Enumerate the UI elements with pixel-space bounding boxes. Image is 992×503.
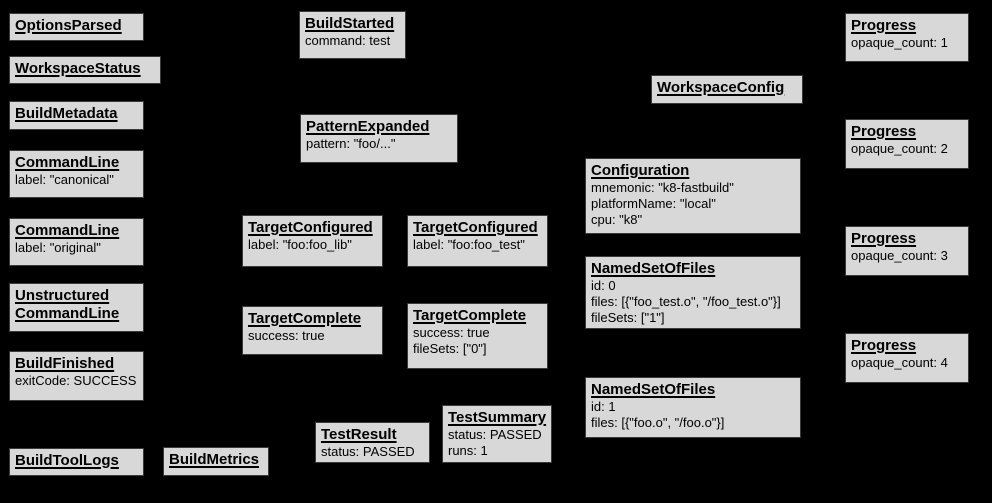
node-buildstarted: BuildStarted command: test bbox=[299, 11, 406, 59]
node-targetconfigured-foo-lib: TargetConfigured label: "foo:foo_lib" bbox=[242, 215, 383, 267]
node-title: NamedSetOfFiles bbox=[591, 260, 716, 277]
node-targetcomplete-foo-test: TargetComplete success: true fileSets: [… bbox=[407, 303, 548, 369]
node-property: success: true bbox=[248, 328, 325, 343]
node-title: BuildMetadata bbox=[15, 105, 118, 122]
node-optionsparsed: OptionsParsed bbox=[9, 13, 144, 41]
node-commandline-original: CommandLine label: "original" bbox=[9, 218, 144, 266]
node-buildmetadata: BuildMetadata bbox=[9, 101, 144, 130]
node-title: WorkspaceConfig bbox=[657, 79, 785, 96]
node-title: BuildToolLogs bbox=[15, 452, 119, 469]
node-progress-4: Progress opaque_count: 4 bbox=[845, 333, 969, 383]
node-commandline-canonical: CommandLine label: "canonical" bbox=[9, 150, 144, 198]
node-configuration: Configuration mnemonic: "k8-fastbuild" p… bbox=[585, 158, 801, 234]
node-property: command: test bbox=[305, 33, 391, 48]
node-namedsetoffiles-0: NamedSetOfFiles id: 0 files: [{"foo_test… bbox=[585, 256, 801, 329]
node-property: status: PASSED bbox=[321, 444, 415, 459]
node-title: Progress bbox=[851, 230, 917, 247]
node-property: files: [{"foo.o", "/foo.o"}] bbox=[591, 415, 725, 430]
node-buildmetrics: BuildMetrics bbox=[163, 447, 269, 476]
node-title-line2: CommandLine bbox=[15, 305, 120, 322]
node-targetcomplete-foo-lib: TargetComplete success: true bbox=[242, 306, 383, 355]
node-title: TestSummary bbox=[448, 409, 547, 426]
node-progress-2: Progress opaque_count: 2 bbox=[845, 119, 969, 169]
node-title: BuildMetrics bbox=[169, 451, 260, 468]
node-title: TargetComplete bbox=[248, 310, 362, 327]
node-unstructuredcommandline: Unstructured CommandLine bbox=[9, 283, 144, 332]
node-property: fileSets: ["1"] bbox=[591, 310, 665, 325]
node-property: opaque_count: 3 bbox=[851, 248, 948, 263]
node-title: Configuration bbox=[591, 162, 690, 179]
node-progress-3: Progress opaque_count: 3 bbox=[845, 226, 969, 276]
node-title: Unstructured bbox=[15, 287, 110, 304]
node-title: Progress bbox=[851, 337, 917, 354]
node-title: NamedSetOfFiles bbox=[591, 381, 716, 398]
node-property: label: "foo:foo_test" bbox=[413, 237, 525, 252]
node-property: opaque_count: 4 bbox=[851, 355, 948, 370]
node-workspaceconfig: WorkspaceConfig bbox=[651, 75, 803, 104]
node-property: cpu: "k8" bbox=[591, 212, 643, 227]
node-title: TargetComplete bbox=[413, 307, 527, 324]
node-property: platformName: "local" bbox=[591, 196, 716, 211]
node-property: id: 0 bbox=[591, 278, 616, 293]
node-property: status: PASSED bbox=[448, 427, 542, 442]
node-property: success: true bbox=[413, 325, 490, 340]
node-title: Progress bbox=[851, 123, 917, 140]
node-property: label: "canonical" bbox=[15, 172, 114, 187]
node-property: opaque_count: 1 bbox=[851, 35, 948, 50]
node-testresult: TestResult status: PASSED bbox=[315, 422, 430, 463]
node-title: Progress bbox=[851, 17, 917, 34]
node-workspacestatus: WorkspaceStatus bbox=[9, 56, 161, 84]
node-property: label: "original" bbox=[15, 240, 101, 255]
node-progress-1: Progress opaque_count: 1 bbox=[845, 13, 969, 62]
node-property: runs: 1 bbox=[448, 443, 488, 458]
node-title: TargetConfigured bbox=[413, 219, 538, 236]
node-patternexpanded: PatternExpanded pattern: "foo/..." bbox=[300, 114, 458, 163]
node-property: files: [{"foo_test.o", "/foo_test.o"}] bbox=[591, 294, 781, 309]
node-title: TestResult bbox=[321, 426, 397, 443]
node-buildfinished: BuildFinished exitCode: SUCCESS bbox=[9, 351, 144, 401]
node-title: TargetConfigured bbox=[248, 219, 373, 236]
node-property: exitCode: SUCCESS bbox=[15, 373, 137, 388]
node-title: BuildFinished bbox=[15, 355, 115, 372]
node-property: pattern: "foo/..." bbox=[306, 136, 396, 151]
node-property: id: 1 bbox=[591, 399, 616, 414]
node-buildtoollogs: BuildToolLogs bbox=[9, 448, 144, 476]
node-title: OptionsParsed bbox=[15, 17, 122, 34]
node-property: opaque_count: 2 bbox=[851, 141, 948, 156]
node-testsummary: TestSummary status: PASSED runs: 1 bbox=[442, 405, 552, 463]
node-targetconfigured-foo-test: TargetConfigured label: "foo:foo_test" bbox=[407, 215, 548, 267]
node-title: CommandLine bbox=[15, 222, 120, 239]
node-title: PatternExpanded bbox=[306, 118, 430, 135]
node-title: BuildStarted bbox=[305, 15, 395, 32]
node-title: WorkspaceStatus bbox=[15, 60, 141, 77]
node-property: fileSets: ["0"] bbox=[413, 341, 487, 356]
node-title: CommandLine bbox=[15, 154, 120, 171]
node-namedsetoffiles-1: NamedSetOfFiles id: 1 files: [{"foo.o", … bbox=[585, 377, 801, 438]
node-property: label: "foo:foo_lib" bbox=[248, 237, 352, 252]
node-property: mnemonic: "k8-fastbuild" bbox=[591, 180, 734, 195]
